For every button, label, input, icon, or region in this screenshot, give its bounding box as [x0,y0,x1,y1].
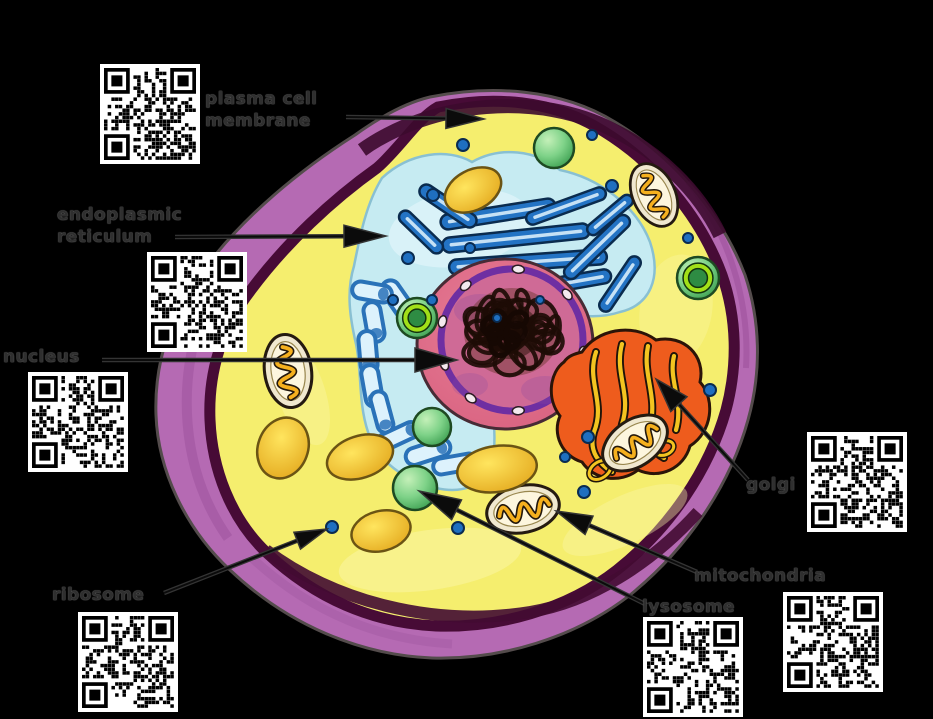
ribosome-dot [426,188,440,202]
label-lysosome: lysosome [642,596,735,618]
arrow-plasma-membrane [345,107,487,130]
nucleus-graphic [415,257,595,431]
lysosome-graphic [391,464,439,512]
label-nucleus: nucleus [3,346,80,368]
label-plasma-cell-membrane: plasma cell membrane [205,88,317,132]
arrow-nucleus [102,347,460,373]
label-text: lysosome [642,597,735,617]
ribosome-dot [325,520,339,534]
ribosome-dot [559,451,571,463]
er-cisterna [524,186,608,226]
membrane-texture [248,554,453,649]
ribosome-dot [581,430,595,444]
er-cisterna [397,209,445,255]
label-text: golgi [746,475,796,495]
ribosome-dot [426,294,438,306]
label-arrows [102,107,750,608]
arrow-golgi [654,377,750,482]
qr-code-nucleus [28,372,128,472]
ribosome-dot [703,383,717,397]
lysosome-graphic [532,126,576,170]
mitochondrion-graphic [262,332,314,410]
mitochondrion-graphic [628,162,680,228]
label-text: membrane [205,111,311,131]
ribosome-dot [586,129,598,141]
qr-code-mitochondria [783,592,883,692]
ribosome-dots [325,129,717,535]
nuclear-pore [511,264,526,275]
qr-code-lysosome [643,617,743,717]
label-text: mitochondria [694,566,826,586]
lysosome-graphic [411,406,453,448]
nuclear-pore [459,279,472,292]
label-mitochondria: mitochondria [694,565,826,587]
ribosome-dot [535,295,545,305]
label-text: reticulum [57,227,153,247]
label-text: nucleus [3,347,80,367]
mitochondrion-graphic [485,483,561,535]
cytoplasm-highlight [562,483,688,557]
label-text: endoplasmic [57,205,183,225]
label-golgi: golgi [746,474,796,496]
label-ribosome: ribosome [52,584,144,606]
ribosome-dot [492,313,502,323]
arrow-endoplasmic-reticulum [174,224,389,249]
ribosome-dot [577,485,591,499]
arrow-ribosome [163,527,330,596]
er-cisterna [562,213,632,281]
nucleoplasm-blotch [452,373,488,397]
ribosome-dot [464,242,476,254]
nuclear-pore [511,405,526,416]
nuclear-pore [561,288,573,301]
nuclear-pore [437,314,448,329]
qr-code-ribosome [78,612,178,712]
vacuole-graphics [255,166,538,553]
ribosome-dot [605,179,619,193]
arrow-lysosome [416,489,649,608]
vesicle-graphic [675,255,721,301]
chromatin-graphic [461,287,565,378]
ribosome-dot [451,521,465,535]
label-text: ribosome [52,585,145,605]
er-cisterna [585,193,635,237]
label-endoplasmic-reticulum: endoplasmic reticulum [57,204,182,248]
vacuole-graphic [443,166,503,214]
vacuole-graphic [350,509,412,553]
ribosome-dot [456,138,470,152]
vacuole-graphic [456,444,538,494]
qr-code-endoplasmic-reticulum [147,252,247,352]
membrane-band-bottom [262,507,703,623]
lysosome-graphics [391,126,721,512]
ribosome-dot [387,294,399,306]
nuclear-pore [464,392,477,404]
vesicle-graphic [395,296,439,340]
vacuole-graphic [325,433,395,481]
mitochondrion-graphic [601,413,669,473]
qr-code-golgi [807,432,907,532]
arrow-mitochondria [553,509,698,575]
ribosome-dot [682,232,694,244]
ribosome-dot [401,251,415,265]
er-cisterna [597,255,643,313]
vacuole-graphic [255,416,311,480]
qr-code-plasma-membrane [100,64,200,164]
label-text: plasma cell [205,89,318,109]
mitochondria-graphic [262,162,680,535]
